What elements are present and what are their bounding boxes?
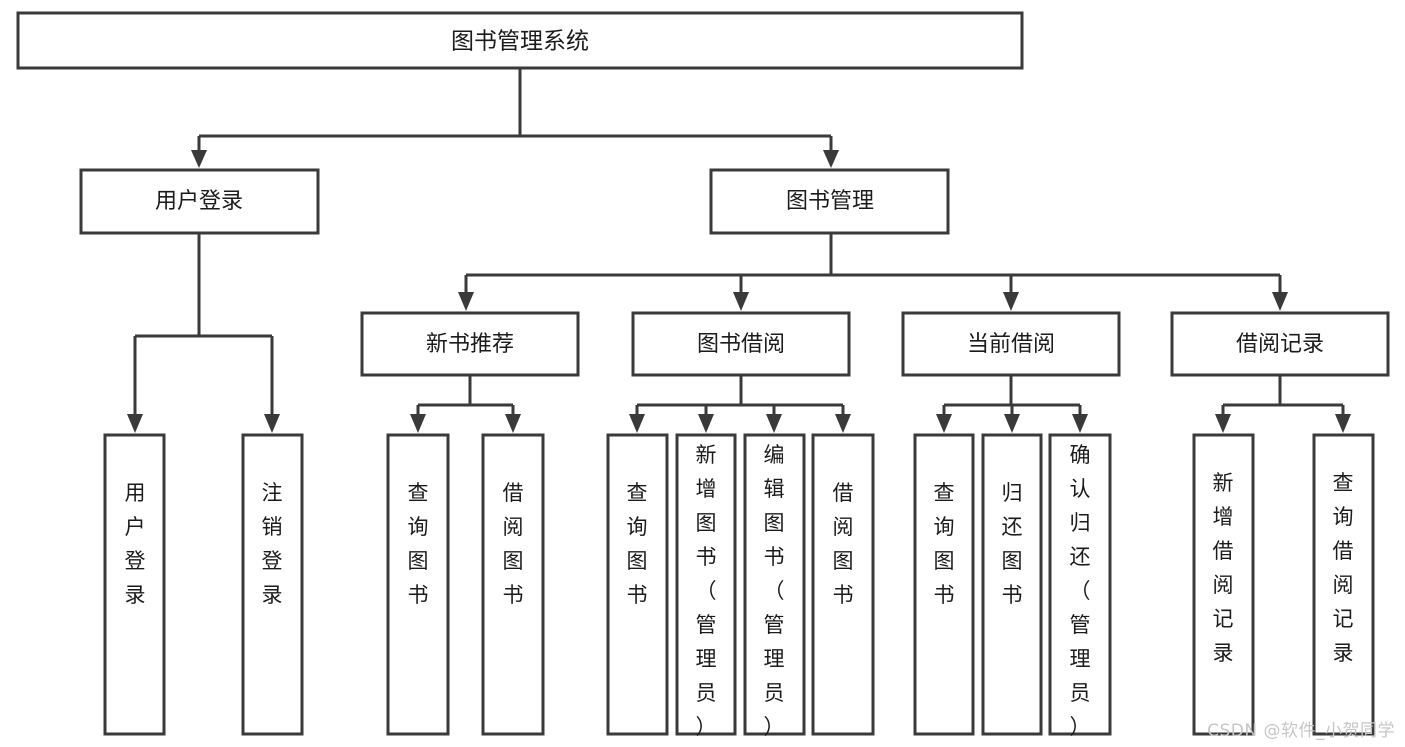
node-root-box[interactable] xyxy=(16,11,1024,70)
node-new-book-recommend-label: 新书推荐 xyxy=(426,332,514,357)
arrow-head-leaf-query-book-1 xyxy=(410,414,426,433)
arrow-head-book-borrow xyxy=(733,292,749,311)
leaf-query-book-2-box[interactable] xyxy=(606,433,669,736)
leaf-user-login-label: 用户登录 xyxy=(125,481,146,607)
arrow-head-leaf-confirm-return xyxy=(1072,414,1088,433)
leaf-add-book-label: 新增图书（管理员） xyxy=(696,443,717,739)
node-book-manage-label: 图书管理 xyxy=(786,189,874,214)
node-book-borrow-label: 图书借阅 xyxy=(697,332,785,357)
leaf-edit-book[interactable]: 编辑图书（管理员） xyxy=(743,433,806,739)
connectors-book-borrow-to-leaves xyxy=(629,375,851,433)
leaf-add-book-box[interactable] xyxy=(675,433,737,736)
arrow-head-leaf-query-book-2 xyxy=(629,414,645,433)
leaf-borrow-book-2-label: 借阅图书 xyxy=(833,481,854,607)
arrow-head-current-borrow xyxy=(1003,292,1019,311)
arrow-head-leaf-query-book-3 xyxy=(936,414,952,433)
leaf-borrow-book-1-label: 借阅图书 xyxy=(503,481,524,607)
leaf-user-logout[interactable]: 注销登录 xyxy=(241,433,304,736)
node-root-label: 图书管理系统 xyxy=(451,29,589,55)
connectors-borrow-record-to-leaves xyxy=(1215,375,1351,433)
arrow-head-leaf-return-book xyxy=(1004,414,1020,433)
leaf-query-book-1-label: 查询图书 xyxy=(408,481,429,607)
node-borrow-record[interactable]: 借阅记录 xyxy=(1170,311,1390,377)
leaf-return-book[interactable]: 归还图书 xyxy=(981,433,1043,736)
leaf-add-record-box[interactable] xyxy=(1192,433,1255,736)
leaf-borrow-book-1[interactable]: 借阅图书 xyxy=(481,433,545,736)
node-new-book-recommend[interactable]: 新书推荐 xyxy=(360,311,580,377)
leaf-borrow-book-1-box[interactable] xyxy=(481,433,545,736)
node-user-login[interactable]: 用户登录 xyxy=(79,168,320,235)
node-borrow-record-label: 借阅记录 xyxy=(1236,332,1324,357)
leaf-borrow-book-2[interactable]: 借阅图书 xyxy=(811,433,875,736)
leaf-edit-book-label: 编辑图书（管理员） xyxy=(764,443,785,739)
arrow-head-user-login xyxy=(191,150,207,168)
node-current-borrow-label: 当前借阅 xyxy=(967,332,1055,357)
leaf-add-book[interactable]: 新增图书（管理员） xyxy=(675,433,737,739)
connectors-user-login-to-leaves xyxy=(127,233,280,433)
leaf-query-book-3[interactable]: 查询图书 xyxy=(913,433,975,736)
arrow-head-leaf-borrow-book-1 xyxy=(505,414,521,433)
leaf-confirm-return-label: 确认归还（管理员） xyxy=(1070,443,1091,739)
leaf-query-book-2[interactable]: 查询图书 xyxy=(606,433,669,736)
arrow-head-new-book-recommend xyxy=(458,292,474,311)
node-book-borrow[interactable]: 图书借阅 xyxy=(631,311,851,377)
leaf-user-login-box[interactable] xyxy=(103,433,166,736)
leaf-return-book-label: 归还图书 xyxy=(1002,481,1023,607)
leaf-add-record-label: 新增借阅记录 xyxy=(1213,471,1234,665)
node-user-login-box[interactable] xyxy=(79,168,320,235)
leaf-add-record[interactable]: 新增借阅记录 xyxy=(1192,433,1255,736)
csdn-watermark: CSDN @软件_小贺同学 xyxy=(1207,721,1395,741)
leaf-edit-book-box[interactable] xyxy=(743,433,806,736)
connectors-new-book-recommend-to-leaves xyxy=(410,375,521,433)
arrow-head-leaf-add-record xyxy=(1215,414,1231,433)
leaf-borrow-book-2-box[interactable] xyxy=(811,433,875,736)
leaf-query-book-3-box[interactable] xyxy=(913,433,975,736)
leaf-query-record-box[interactable] xyxy=(1312,433,1375,736)
leaf-query-record-label: 查询借阅记录 xyxy=(1333,471,1354,665)
node-book-manage-box[interactable] xyxy=(709,168,950,235)
arrow-head-leaf-user-login xyxy=(127,414,143,433)
leaf-query-book-3-label: 查询图书 xyxy=(934,481,955,607)
connectors-root-to-level2 xyxy=(191,68,839,168)
arrow-head-leaf-borrow-book-2 xyxy=(835,414,851,433)
connectors-current-borrow-to-leaves xyxy=(936,375,1088,433)
leaf-user-logout-box[interactable] xyxy=(241,433,304,736)
arrow-head-leaf-query-record xyxy=(1335,414,1351,433)
node-root[interactable]: 图书管理系统 xyxy=(16,11,1024,70)
leaf-user-login[interactable]: 用户登录 xyxy=(103,433,166,736)
node-book-borrow-box[interactable] xyxy=(631,311,851,377)
arrow-head-leaf-add-book xyxy=(698,414,714,433)
arrow-head-leaf-edit-book xyxy=(766,414,782,433)
leaf-user-logout-label: 注销登录 xyxy=(262,481,283,607)
leaf-confirm-return[interactable]: 确认归还（管理员） xyxy=(1048,433,1112,739)
leaf-query-book-1-box[interactable] xyxy=(386,433,450,736)
arrow-head-book-manage xyxy=(823,150,839,168)
leaf-query-book-1[interactable]: 查询图书 xyxy=(386,433,450,736)
arrow-head-leaf-user-logout xyxy=(264,414,280,433)
leaf-query-record[interactable]: 查询借阅记录 xyxy=(1312,433,1375,736)
node-current-borrow-box[interactable] xyxy=(901,311,1121,377)
node-user-login-label: 用户登录 xyxy=(155,189,243,214)
connectors-book-manage-to-level3 xyxy=(458,233,1288,311)
leaf-confirm-return-box[interactable] xyxy=(1048,433,1112,736)
leaf-query-book-2-label: 查询图书 xyxy=(627,481,648,607)
arrow-head-borrow-record xyxy=(1272,292,1288,311)
node-new-book-recommend-box[interactable] xyxy=(360,311,580,377)
node-book-manage[interactable]: 图书管理 xyxy=(709,168,950,235)
node-current-borrow[interactable]: 当前借阅 xyxy=(901,311,1121,377)
node-borrow-record-box[interactable] xyxy=(1170,311,1390,377)
leaf-return-book-box[interactable] xyxy=(981,433,1043,736)
